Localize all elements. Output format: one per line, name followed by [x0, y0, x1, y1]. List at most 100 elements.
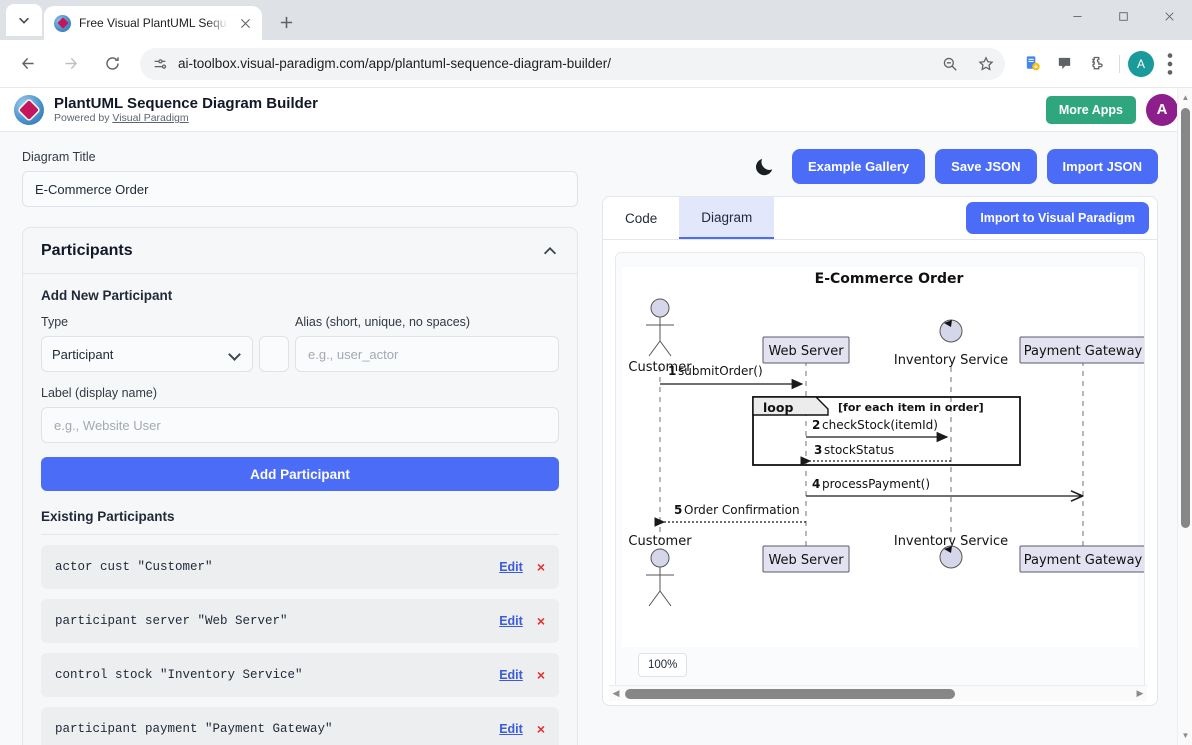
- example-gallery-button[interactable]: Example Gallery: [792, 149, 925, 184]
- participant-edit-link[interactable]: Edit: [499, 668, 523, 682]
- bookmark-star-icon[interactable]: [973, 51, 999, 77]
- address-bar[interactable]: ai-toolbox.visual-paradigm.com/app/plant…: [140, 48, 1005, 80]
- user-avatar[interactable]: A: [1146, 94, 1178, 126]
- sequence-diagram-svg: E-Commerce Order: [616, 257, 1145, 627]
- save-page-icon[interactable]: [1017, 49, 1047, 79]
- participant-delete-icon[interactable]: ×: [537, 613, 545, 629]
- menu-dots-icon[interactable]: [1156, 49, 1184, 79]
- comment-icon[interactable]: [1049, 49, 1079, 79]
- svg-text:[for each item in order]: [for each item in order]: [838, 401, 984, 414]
- svg-text:Web Server: Web Server: [768, 553, 844, 568]
- type-preview-box[interactable]: [259, 336, 289, 372]
- participant-row: control stock "Inventory Service"Edit×: [41, 653, 559, 697]
- svg-text:Payment Gateway: Payment Gateway: [1024, 344, 1143, 359]
- extension-icons: A: [1013, 49, 1184, 79]
- scroll-right-icon[interactable]: ▶: [1133, 688, 1147, 699]
- alias-input[interactable]: [295, 336, 559, 372]
- diagram-canvas[interactable]: E-Commerce Order: [615, 252, 1145, 694]
- scroll-up-icon[interactable]: ▲: [1178, 90, 1192, 105]
- left-panel: Diagram Title Participants Add New Parti…: [0, 132, 596, 745]
- tab-close-icon[interactable]: [236, 14, 254, 32]
- diagram-participant-web-server-top: Web Server: [763, 337, 849, 363]
- diagram-title-text: E-Commerce Order: [815, 271, 964, 287]
- page-vertical-scrollbar[interactable]: ▲ ▼: [1177, 88, 1192, 745]
- participant-edit-link[interactable]: Edit: [499, 722, 523, 736]
- tab-code[interactable]: Code: [603, 197, 679, 239]
- tab-favicon-icon: [54, 15, 71, 32]
- diagram-actor-customer-bottom: Customer: [628, 534, 692, 606]
- import-to-visual-paradigm-button[interactable]: Import to Visual Paradigm: [966, 202, 1149, 234]
- maximize-icon[interactable]: [1100, 0, 1146, 32]
- diagram-participant-payment-gateway-bottom: Payment Gateway: [1020, 546, 1145, 572]
- extensions-puzzle-icon[interactable]: [1081, 49, 1111, 79]
- tab-search-chevron-down-icon[interactable]: [6, 4, 42, 36]
- svg-text:5: 5: [674, 503, 682, 517]
- svg-text:Web Server: Web Server: [768, 344, 844, 359]
- toolbar-divider: [1119, 55, 1120, 73]
- svg-text:Order Confirmation: Order Confirmation: [684, 503, 800, 517]
- diagram-canvas-wrapper: E-Commerce Order: [603, 240, 1157, 706]
- save-json-button[interactable]: Save JSON: [935, 149, 1036, 184]
- minimize-icon[interactable]: [1054, 0, 1100, 32]
- alias-column: Alias (short, unique, no spaces): [295, 315, 559, 372]
- new-tab-button[interactable]: [272, 8, 300, 36]
- participant-edit-link[interactable]: Edit: [499, 614, 523, 628]
- reload-icon[interactable]: [96, 48, 128, 80]
- page-content: PlantUML Sequence Diagram Builder Powere…: [0, 88, 1192, 745]
- profile-avatar[interactable]: A: [1128, 51, 1154, 77]
- svg-text:stockStatus: stockStatus: [824, 443, 894, 457]
- scroll-left-icon[interactable]: ◀: [609, 688, 623, 699]
- participant-delete-icon[interactable]: ×: [537, 559, 545, 575]
- hscroll-thumb[interactable]: [625, 689, 955, 699]
- participant-type-select[interactable]: Participant: [41, 336, 253, 372]
- hscroll-track[interactable]: [623, 686, 1133, 702]
- chevron-up-icon[interactable]: [541, 242, 559, 260]
- zoom-level-chip[interactable]: 100%: [638, 653, 687, 677]
- svg-text:checkStock(itemId): checkStock(itemId): [822, 418, 938, 432]
- participant-delete-icon[interactable]: ×: [537, 667, 545, 683]
- page-scroll-thumb[interactable]: [1181, 108, 1190, 528]
- participants-card-header[interactable]: Participants: [23, 228, 577, 274]
- back-icon[interactable]: [12, 48, 44, 80]
- editor-panel: Code Diagram Import to Visual Paradigm: [602, 196, 1158, 706]
- more-apps-button[interactable]: More Apps: [1046, 96, 1136, 124]
- svg-text:3: 3: [814, 443, 822, 457]
- svg-text:processPayment(): processPayment(): [822, 477, 930, 491]
- zoom-search-icon[interactable]: [937, 51, 963, 77]
- svg-text:1: 1: [668, 364, 676, 378]
- display-name-label: Label (display name): [41, 386, 559, 400]
- participants-card: Participants Add New Participant Type: [22, 227, 578, 745]
- diagram-horizontal-scrollbar[interactable]: ◀ ▶: [609, 685, 1147, 701]
- url-text: ai-toolbox.visual-paradigm.com/app/plant…: [178, 56, 927, 71]
- site-settings-icon[interactable]: [152, 56, 168, 72]
- type-label: Type: [41, 315, 253, 329]
- participant-delete-icon[interactable]: ×: [537, 721, 545, 737]
- header-actions: More Apps A: [1046, 94, 1178, 126]
- diagram-control-inventory-service-top: Inventory Service: [894, 320, 1008, 368]
- moon-icon[interactable]: [754, 155, 776, 177]
- svg-text:4: 4: [812, 477, 820, 491]
- add-participant-button[interactable]: Add Participant: [41, 457, 559, 491]
- close-window-icon[interactable]: [1146, 0, 1192, 32]
- visual-paradigm-link[interactable]: Visual Paradigm: [112, 112, 188, 124]
- import-json-button[interactable]: Import JSON: [1047, 149, 1158, 184]
- svg-text:loop: loop: [763, 400, 793, 415]
- browser-tab[interactable]: Free Visual PlantUML Sequence: [44, 6, 262, 40]
- participant-row: participant payment "Payment Gateway"Edi…: [41, 707, 559, 745]
- participant-list: actor cust "Customer"Edit×participant se…: [41, 545, 559, 745]
- label-field-group: Label (display name): [41, 386, 559, 443]
- existing-participants-heading: Existing Participants: [41, 509, 559, 535]
- diagram-participant-payment-gateway-top: Payment Gateway: [1020, 337, 1145, 363]
- tab-diagram[interactable]: Diagram: [679, 197, 774, 239]
- main-content: Diagram Title Participants Add New Parti…: [0, 132, 1192, 745]
- panel-tabs: Code Diagram Import to Visual Paradigm: [603, 197, 1157, 240]
- svg-text:submitOrder(): submitOrder(): [678, 364, 763, 378]
- diagram-title-label: Diagram Title: [22, 150, 578, 164]
- participant-edit-link[interactable]: Edit: [499, 560, 523, 574]
- diagram-message-4: 4 processPayment(): [806, 477, 1082, 496]
- scroll-down-icon[interactable]: ▼: [1178, 728, 1192, 743]
- display-name-input[interactable]: [41, 407, 559, 443]
- top-action-bar: Example Gallery Save JSON Import JSON: [602, 146, 1158, 186]
- diagram-title-input[interactable]: [22, 171, 578, 207]
